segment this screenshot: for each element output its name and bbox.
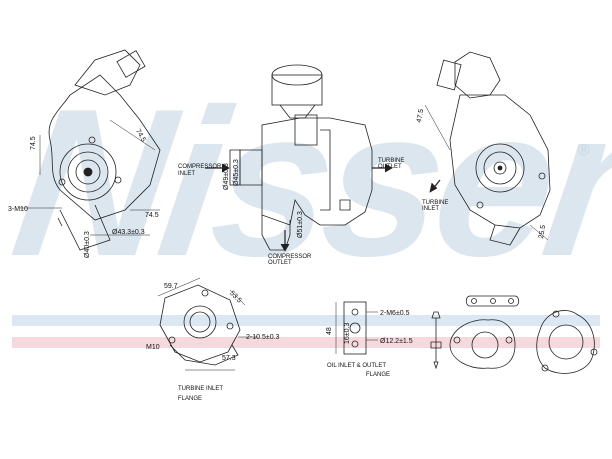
flange-dim-top: 59.7 <box>164 283 178 290</box>
oil-height: 48 <box>326 327 333 335</box>
turbo-middle-view <box>205 64 393 252</box>
dia-a-label: Ø49±0.3 <box>223 163 230 190</box>
thread-label: 3-M10 <box>8 206 28 213</box>
dim-bottom-right: 74.5 <box>145 212 159 219</box>
dim-top-left: 74.5 <box>30 136 37 150</box>
dia-b-label: Ø45±0.3 <box>233 159 240 186</box>
flange-caption-line1: TURBINE INLET <box>178 386 224 392</box>
gasket-small <box>465 295 520 307</box>
watermark-registered-mark: ® <box>578 142 590 159</box>
turbo-right-view <box>424 51 551 246</box>
turbine-inlet-flange <box>157 277 258 371</box>
dia-large-label: Ø43.3±0.3 <box>112 229 145 236</box>
flange-holes: 2-10.5±0.3 <box>246 334 280 341</box>
oil-flange <box>335 301 378 355</box>
bolt-accessory <box>430 311 442 370</box>
turbo-left-view <box>20 49 161 251</box>
dia-small-label: Ø40±0.3 <box>84 231 91 258</box>
stripe-pink <box>12 337 600 348</box>
flange-dim-bottom: 57.3 <box>222 355 236 362</box>
compressor-inlet-label-1: COMPRESSOR <box>178 164 222 170</box>
flange-caption-line2: FLANGE <box>178 396 203 402</box>
stripe-blue <box>12 315 600 326</box>
oil-dia: Ø12.2±1.5 <box>380 338 413 345</box>
gasket-turbine <box>536 310 598 374</box>
gasket-round <box>449 319 516 369</box>
oil-caption: OIL INLET & OUTLET <box>327 363 387 369</box>
dia-c-label: Ø51±0.3 <box>297 211 304 238</box>
oil-spacing: 16±0.3 <box>344 322 351 344</box>
oil-caption-line2: FLANGE <box>366 372 391 378</box>
oil-thread: 2-M6±0.5 <box>380 310 410 317</box>
compressor-inlet-label: INLET <box>178 171 196 177</box>
flange-thread: M10 <box>146 344 160 351</box>
